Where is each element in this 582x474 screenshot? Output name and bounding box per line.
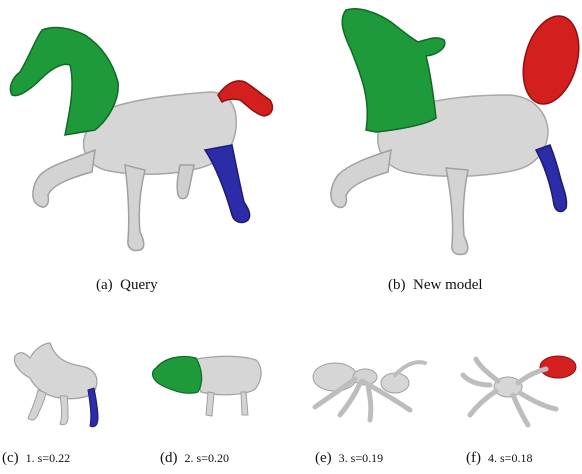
caption-f-label: (f) <box>466 450 481 466</box>
caption-d-text: 2. s=0.20 <box>184 451 229 465</box>
horse-front-leg-right <box>445 167 469 256</box>
caption-b-text: New model <box>413 277 483 293</box>
horse-hind-leg-left <box>176 164 195 200</box>
result-d-cow-figure <box>151 355 262 417</box>
horse-front-leg-right <box>124 164 146 252</box>
caption-a-text: Query <box>120 277 158 293</box>
horse-tail-segment <box>522 15 580 105</box>
horse-tail-segment <box>217 80 274 117</box>
horse-head-segment <box>341 8 446 133</box>
result-f-creature-figure <box>460 355 577 428</box>
caption-d: (d) 2. s=0.20 <box>160 450 229 467</box>
horse-hind-leg-right <box>203 144 251 224</box>
caption-c-label: (c) <box>2 450 19 466</box>
caption-e: (e) 3. s=0.19 <box>315 450 383 467</box>
caption-a-label: (a) <box>96 277 113 293</box>
query-horse-figure <box>9 26 274 252</box>
caption-e-text: 3. s=0.19 <box>338 451 384 465</box>
caption-f: (f) 4. s=0.18 <box>466 450 532 467</box>
caption-c: (c) 1. s=0.22 <box>2 450 70 467</box>
caption-b: (b) New model <box>388 277 483 294</box>
new-model-horse-figure <box>330 8 580 256</box>
result-c-horse-figure <box>13 342 99 428</box>
caption-c-text: 1. s=0.22 <box>25 451 71 465</box>
horse-hind-leg-right <box>534 144 568 213</box>
horse-front-leg-left <box>32 148 96 208</box>
result-e-ant-figure <box>312 360 427 423</box>
horse-head-segment <box>9 26 119 136</box>
horse-front-leg-left <box>330 148 392 209</box>
caption-b-label: (b) <box>388 277 406 293</box>
caption-d-label: (d) <box>160 450 178 466</box>
caption-f-text: 4. s=0.18 <box>488 451 533 465</box>
caption-a: (a) Query <box>96 277 158 294</box>
caption-e-label: (e) <box>315 450 332 466</box>
